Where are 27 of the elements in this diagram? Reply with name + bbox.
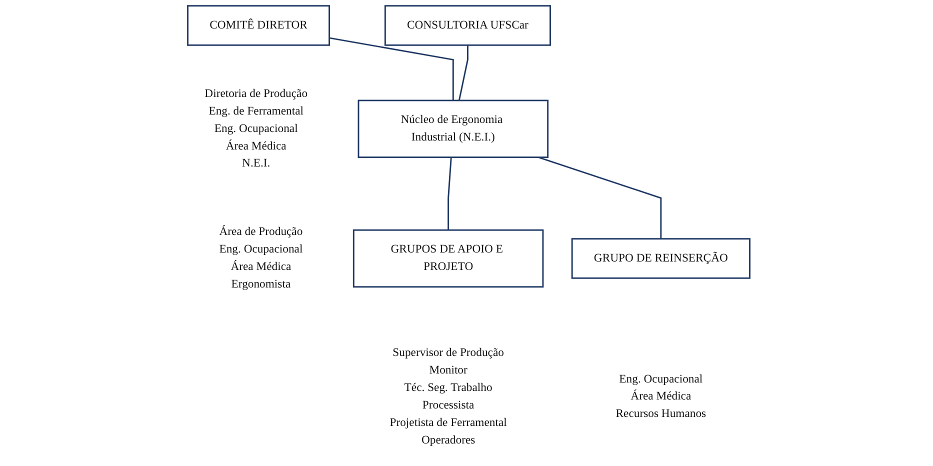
connector	[329, 37, 454, 100]
connector	[458, 45, 469, 101]
node-box: COMITÊ DIRETOR	[187, 5, 330, 46]
node-label: Téc. Seg. Trabalho	[404, 382, 493, 394]
node-label: Eng. Ocupacional	[214, 122, 298, 135]
node-box: Núcleo de Ergonomia Industrial (N.E.I.)	[358, 100, 549, 158]
connector	[538, 156, 662, 239]
node-label: Área de Produção	[219, 226, 303, 238]
node-label: N.E.I.	[242, 157, 270, 170]
node-label: Área Médica	[226, 140, 287, 152]
node-box: CONSULTORIA UFSCar	[384, 5, 552, 46]
connector	[448, 157, 452, 230]
node-label: Operadores	[422, 434, 476, 446]
node-box: GRUPOS DE APOIO E PROJETO	[353, 229, 544, 288]
node-label: Área Médica	[230, 260, 292, 274]
node-label: Área Médica	[630, 390, 692, 403]
node-label: Eng. Ocupacional	[219, 243, 303, 256]
node-label: Supervisor de Produção	[392, 346, 504, 359]
node-label: Eng. de Ferramental	[208, 104, 304, 118]
node-label: Projetista de Ferramental	[390, 416, 508, 429]
node-label: Ergonomista	[231, 278, 291, 291]
node-label: Monitor	[429, 364, 468, 376]
node-label: Recursos Humanos	[616, 408, 706, 420]
node-label: Eng. Ocupacional	[619, 372, 703, 386]
node-label: Diretoria de Produção	[204, 87, 308, 100]
node-box: GRUPO DE REINSERÇÃO	[572, 238, 751, 279]
node-label: Processista	[422, 399, 474, 412]
